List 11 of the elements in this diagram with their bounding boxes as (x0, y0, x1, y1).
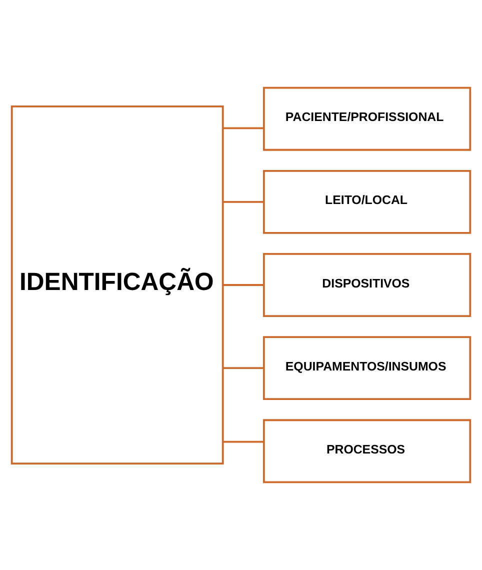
connector (222, 367, 264, 370)
node-box: PACIENTE/PROFISSIONAL (262, 86, 472, 151)
node-box: LEITO/LOCAL (262, 170, 472, 234)
node-box: IDENTIFICAÇÃO (10, 105, 224, 465)
connector (222, 200, 264, 203)
node-box: EQUIPAMENTOS/INSUMOS (262, 336, 472, 400)
connector (222, 440, 264, 443)
node-box: DISPOSITIVOS (262, 253, 472, 317)
connector (222, 284, 264, 286)
node-box: PROCESSOS (262, 419, 472, 484)
connector (222, 127, 264, 130)
